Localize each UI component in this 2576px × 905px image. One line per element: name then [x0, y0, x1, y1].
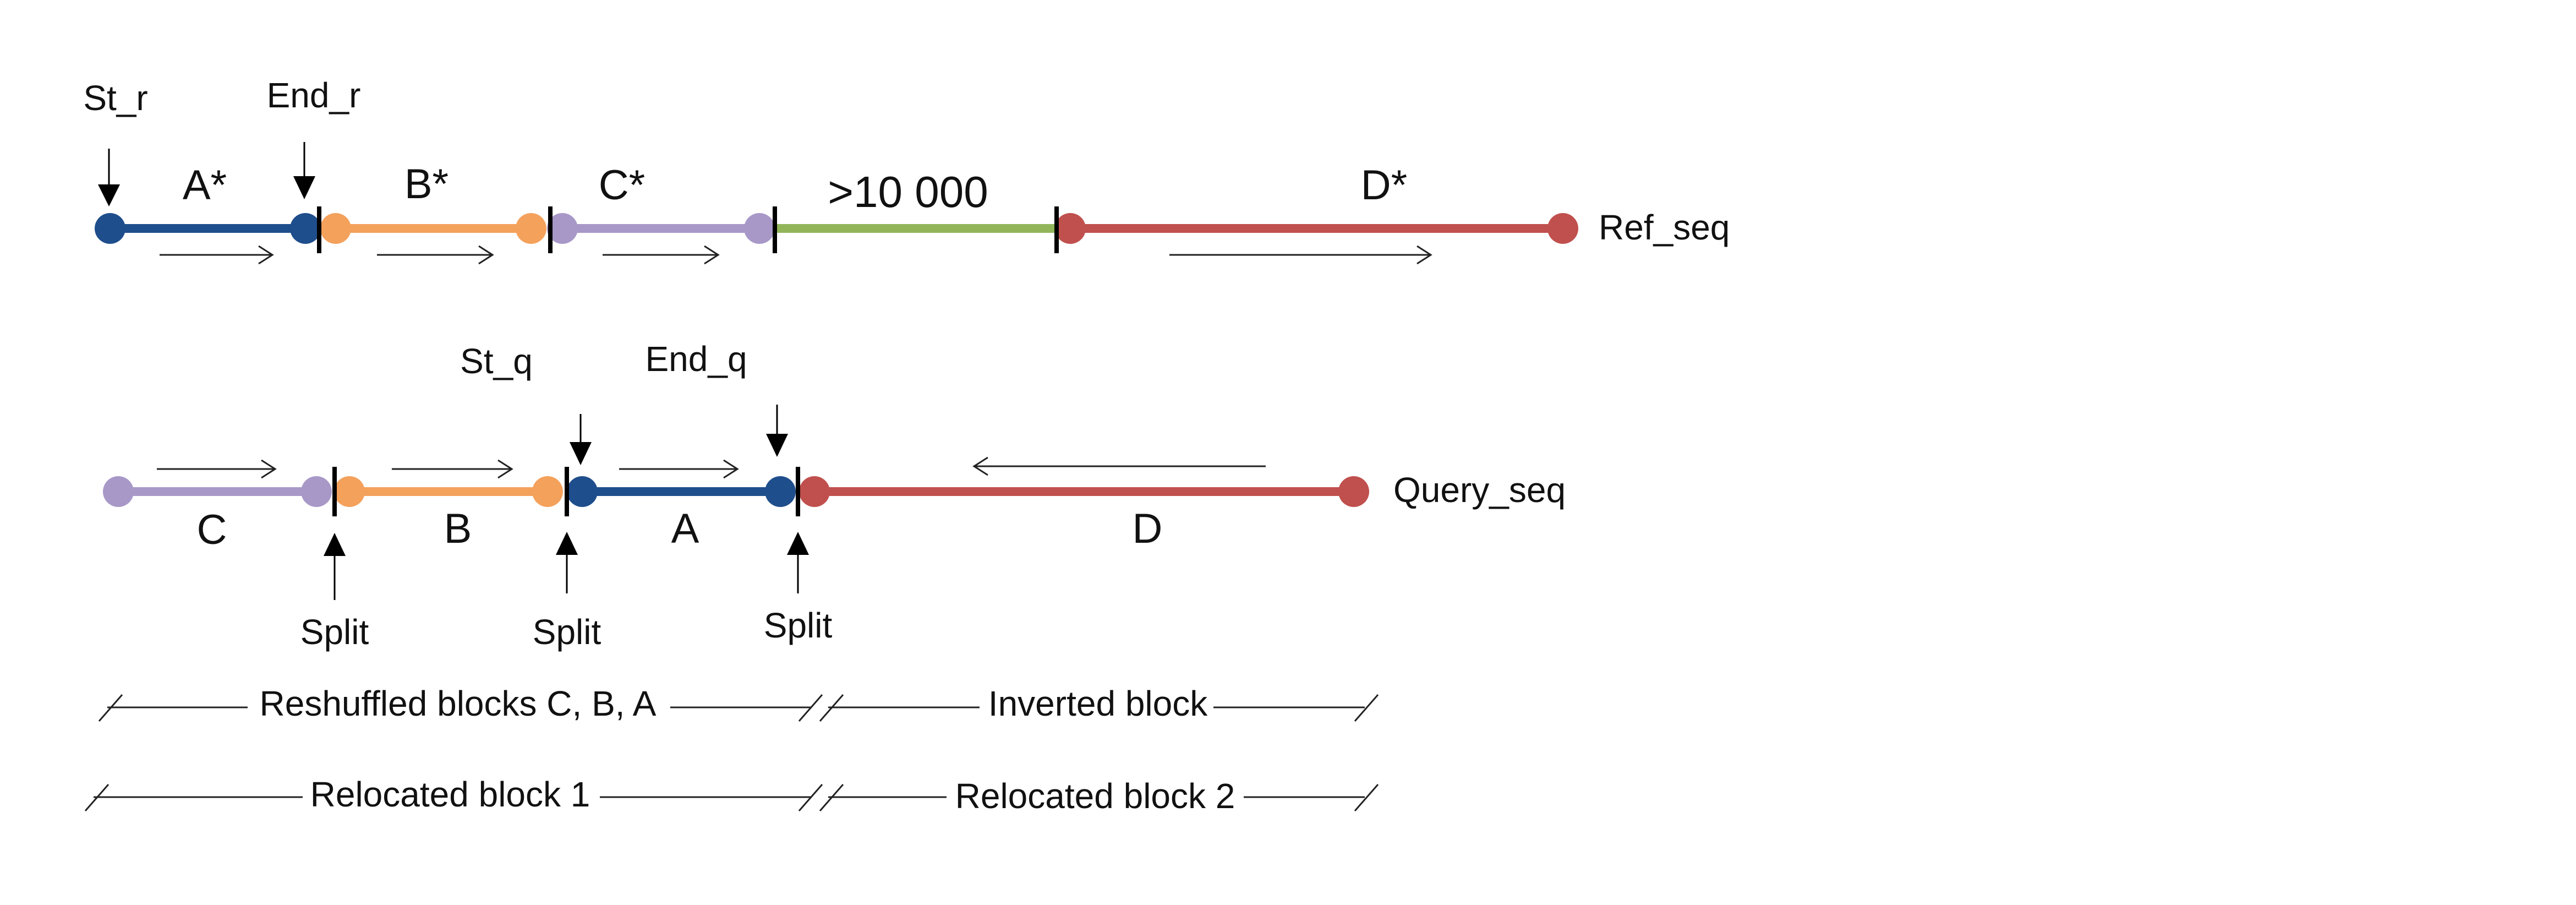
annotation-row2-right-tick-start [819, 784, 844, 811]
ref-arrow-c [603, 245, 720, 265]
query-sequence: St_q End_q C B A D Split Split Split Que… [103, 339, 1566, 652]
query-arrow-d-reverse [972, 456, 1266, 476]
annotation-row1-left-label: Reshuffled blocks C, B, A [260, 684, 657, 723]
ref-dot-d-start [1055, 213, 1086, 244]
query-start-pointer-head [570, 442, 592, 465]
annotation-row2-right-label: Relocated block 2 [955, 776, 1235, 816]
query-arrow-a [619, 459, 739, 479]
split-label-3: Split [764, 606, 833, 645]
ref-dot-c-end [744, 213, 775, 244]
ref-dot-b-end [516, 213, 546, 244]
reference-sequence: St_r End_r A* B* C* >10 000 D* Ref_seq [83, 75, 1730, 265]
query-dot-b-end [532, 476, 563, 507]
annotation-row1-right-tick-start [819, 694, 844, 722]
ref-arrow-b [377, 245, 494, 265]
annotation-row2-left-label: Relocated block 1 [310, 775, 590, 814]
query-dot-c-start [103, 476, 134, 507]
query-block-label-b: B [444, 505, 472, 552]
ref-block-label-b: B* [404, 161, 449, 208]
query-arrow-b [392, 459, 513, 479]
query-direction-arrows [157, 456, 1266, 479]
query-dot-b-start [334, 476, 365, 507]
query-end-label: End_q [645, 339, 747, 379]
annotation-row1-right-tick-end [1354, 694, 1379, 722]
query-dot-d-end [1338, 476, 1369, 507]
annotation-row1-left-tick-start [98, 694, 123, 722]
query-dot-a-start [567, 476, 598, 507]
split-pointer-2-head [556, 532, 578, 555]
query-arrow-c [157, 459, 277, 479]
ref-start-label: St_r [83, 78, 147, 118]
annotation-row1-right-label: Inverted block [988, 684, 1208, 723]
query-sequence-label: Query_seq [1393, 470, 1566, 510]
query-block-label-d: D [1133, 505, 1163, 552]
ref-block-label-gap: >10 000 [828, 167, 988, 216]
split-pointer-1-head [324, 533, 346, 556]
ref-sequence-label: Ref_seq [1599, 208, 1730, 247]
split-label-1: Split [300, 612, 369, 652]
ref-end-label: End_r [267, 75, 361, 115]
ref-arrow-a [160, 245, 274, 265]
ref-block-label-d: D* [1361, 162, 1407, 209]
ref-end-pointer-head [293, 176, 315, 199]
split-pointer-3-head [787, 532, 809, 555]
ref-block-label-c: C* [599, 162, 645, 209]
split-label-2: Split [533, 612, 601, 652]
ref-block-label-a: A* [183, 162, 227, 209]
ref-start-pointer-head [98, 184, 120, 206]
ref-dot-a-end [290, 213, 321, 244]
annotation-row1-left-tick-end [798, 694, 823, 722]
ref-direction-arrows [160, 245, 1432, 265]
ref-dot-c-start [547, 213, 578, 244]
query-dot-a-end [765, 476, 796, 507]
ref-arrow-d [1169, 245, 1432, 265]
annotation-row2-right-tick-end [1354, 784, 1379, 811]
ref-dot-b-start [320, 213, 351, 244]
query-dot-c-end [301, 476, 332, 507]
annotation-row2-left-tick-start [84, 784, 110, 811]
ref-dot-a-start [95, 213, 125, 244]
query-block-label-a: A [671, 505, 699, 552]
query-end-pointer-head [766, 434, 788, 457]
span-annotations: Reshuffled blocks C, B, A Inverted block… [84, 684, 1379, 816]
ref-dot-d-end [1547, 213, 1578, 244]
annotation-row2-left-tick-end [798, 784, 823, 811]
query-dot-d-start [799, 476, 830, 507]
query-start-label: St_q [460, 341, 533, 381]
query-block-label-c: C [197, 506, 227, 553]
